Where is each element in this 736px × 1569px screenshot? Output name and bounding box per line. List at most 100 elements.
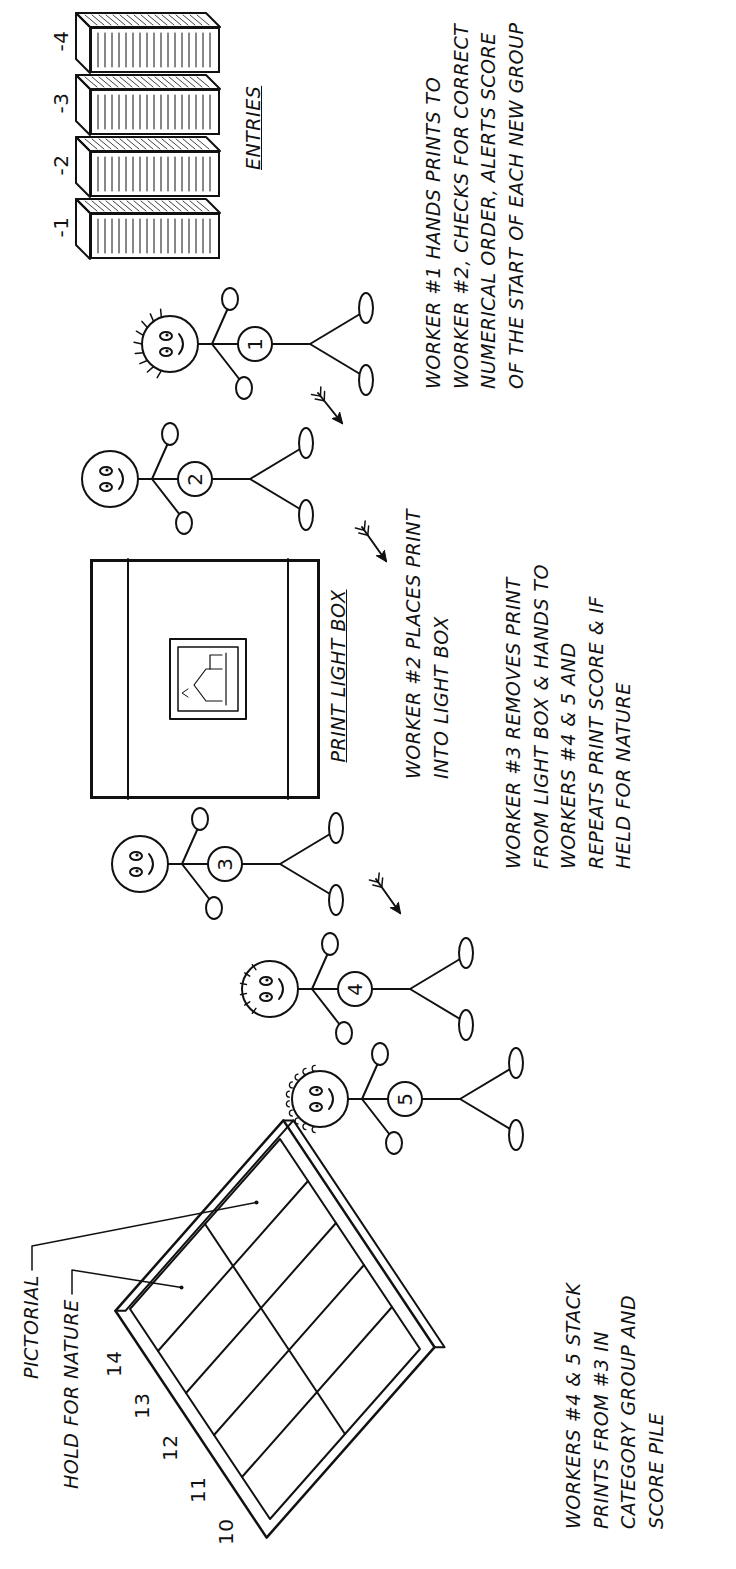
stick-hand: [386, 1132, 402, 1154]
group-label: ENTRIES: [240, 86, 268, 170]
entry-stack: -4: [90, 27, 220, 73]
stick-leg: [410, 989, 460, 1019]
stick-hair: [160, 309, 162, 317]
entry-paper-line: [105, 157, 106, 191]
entry-paper-line: [112, 95, 113, 129]
column-number: 12: [159, 1435, 181, 1461]
entry-paper-line: [85, 77, 97, 87]
entry-paper-line: [141, 15, 153, 25]
entry-paper-line: [113, 77, 125, 87]
entry-paper-line: [162, 15, 174, 25]
entry-paper-line: [196, 219, 197, 253]
entry-paper-line: [98, 219, 99, 253]
print-sketch: [194, 669, 222, 701]
heading-holder: -2: [50, 129, 72, 201]
entry-paper-line: [133, 219, 134, 253]
entry-paper-line: [99, 201, 111, 211]
entry-paper-line: [162, 139, 174, 149]
entry-paper-line: [92, 201, 104, 211]
entry-paper-line: [119, 33, 120, 67]
entry-paper-line: [203, 219, 204, 253]
entry-paper-line: [120, 201, 132, 211]
entry-paper-line: [105, 219, 106, 253]
entry-paper-line: [182, 95, 183, 129]
entry-paper-line: [203, 33, 204, 67]
stick-hair: [245, 1002, 250, 1005]
stick-eye: [100, 467, 112, 475]
label-holder: 13: [131, 1393, 153, 1419]
stick-arm: [152, 479, 180, 515]
entry-paper-line: [154, 95, 155, 129]
entry-paper-line: [155, 77, 167, 87]
worker-number: 4: [344, 982, 366, 995]
entry-paper-line: [147, 157, 148, 191]
print-frame: [178, 647, 238, 711]
label-holder: 12: [159, 1435, 181, 1461]
entry-paper-line: [126, 219, 127, 253]
entry-number: -4: [50, 5, 72, 77]
entry-paper-line: [197, 139, 209, 149]
stick-hair: [136, 331, 143, 335]
entry-paper-line: [203, 157, 204, 191]
entry-paper-line: [155, 15, 167, 25]
entry-paper-line: [161, 95, 162, 129]
entry-paper-line: [113, 201, 125, 211]
stick-hand: [192, 808, 208, 830]
entry-paper-line: [92, 15, 104, 25]
entry-paper-line: [182, 219, 183, 253]
stick-hand: [322, 933, 338, 955]
stick-pupil: [135, 853, 138, 856]
heading-holder: PRINT LIGHT BOX: [325, 536, 353, 816]
worker-number: 2: [184, 472, 206, 485]
stick-smile: [329, 1089, 333, 1109]
label-holder: HOLD FOR NATURE: [58, 1299, 86, 1489]
stick-pupil: [315, 1088, 318, 1091]
entry-paper-line: [161, 219, 162, 253]
entry-paper-line: [168, 157, 169, 191]
entry-paper-line: [176, 77, 188, 87]
entry-stack: -1: [90, 213, 220, 259]
stick-leg: [280, 834, 330, 864]
worker-number-circle: 3: [207, 846, 243, 882]
entry-paper-line: [120, 77, 132, 87]
entry-paper-line: [141, 77, 153, 87]
entry-paper-line: [92, 77, 104, 87]
entry-paper-line: [190, 139, 202, 149]
entry-paper-line: [176, 139, 188, 149]
worker-number-circle: 1: [237, 326, 273, 362]
stick-hand: [336, 1022, 352, 1044]
worker-number-circle: 4: [337, 971, 373, 1007]
entry-paper-line: [210, 157, 211, 191]
entry-paper-line: [147, 33, 148, 67]
entry-paper-line: [112, 219, 113, 253]
entry-paper-line: [113, 15, 125, 25]
entry-paper-line: [106, 201, 118, 211]
entry-paper-line: [168, 219, 169, 253]
stick-arm: [212, 308, 228, 344]
stick-eye: [260, 977, 272, 985]
callout-label: HOLD FOR NATURE: [58, 1299, 86, 1489]
stick-hair: [150, 314, 153, 321]
stick-pupil: [165, 333, 168, 336]
stick-foot: [299, 500, 313, 530]
label-holder: 10: [215, 1519, 237, 1545]
entry-paper-line: [183, 77, 195, 87]
note-text: WORKERS #4 & 5 STACK PRINTS FROM #3 IN C…: [560, 1279, 670, 1529]
tray-divider: [205, 1224, 345, 1434]
stick-head: [242, 961, 298, 1017]
entry-paper-line: [133, 33, 134, 67]
arrow-feather: [311, 394, 320, 396]
entry-paper-line: [140, 219, 141, 253]
stick-pupil: [135, 869, 138, 872]
stick-eye: [260, 993, 272, 1001]
entry-paper-line: [148, 15, 160, 25]
callout-label: PICTORIAL: [18, 1275, 46, 1379]
entry-number: -3: [50, 67, 72, 139]
arrow-feather: [378, 873, 380, 882]
entry-paper-line: [155, 201, 167, 211]
entry-paper-line: [175, 219, 176, 253]
worker-number: 5: [394, 1092, 416, 1105]
stick-smile: [149, 854, 153, 874]
stick-leg: [460, 1099, 510, 1129]
entry-paper-line: [203, 95, 204, 129]
